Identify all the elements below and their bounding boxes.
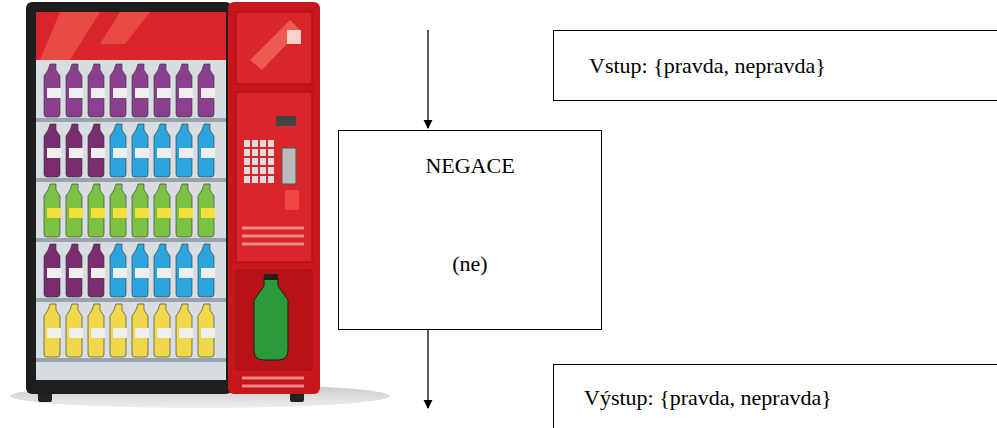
output-label: Výstup: {pravda, nepravda} xyxy=(584,385,832,411)
input-box: Vstup: {pravda, nepravda} xyxy=(553,30,997,101)
process-title: NEGACE xyxy=(425,153,514,179)
process-subtitle: (ne) xyxy=(452,251,487,277)
input-label: Vstup: {pravda, nepravda} xyxy=(589,53,826,79)
output-box: Výstup: {pravda, nepravda} xyxy=(553,364,997,428)
input-arrow xyxy=(427,30,428,128)
process-box: NEGACE (ne) xyxy=(338,130,602,330)
output-arrow xyxy=(427,330,428,408)
